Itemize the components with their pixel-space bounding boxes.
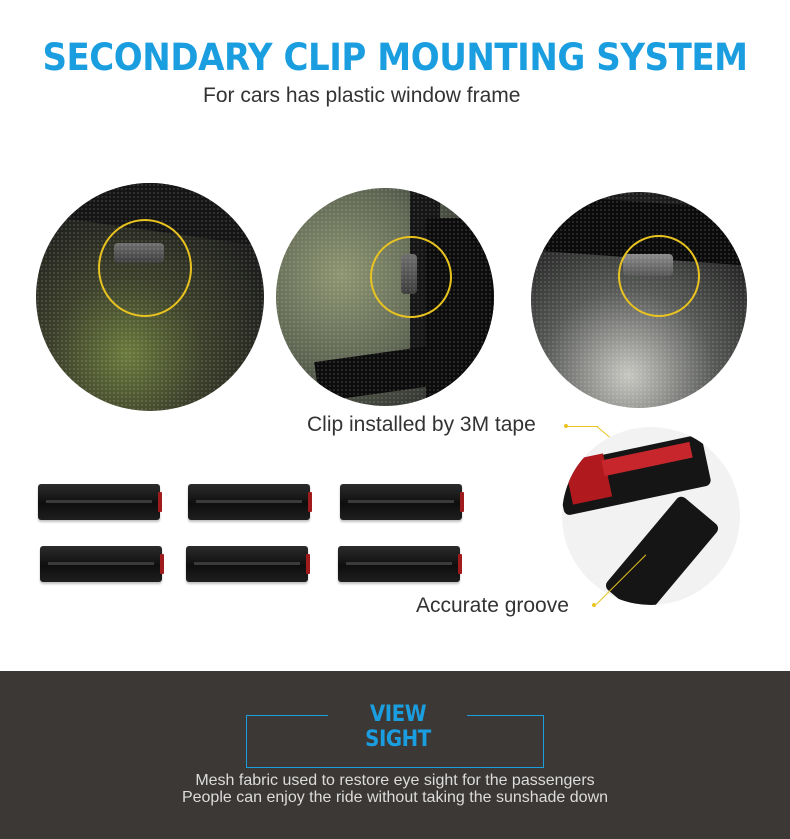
callout-dot-tape xyxy=(564,424,568,428)
clip-sample-3 xyxy=(340,484,464,520)
clip-sample-1 xyxy=(38,484,162,520)
clip-sample-5 xyxy=(186,546,310,582)
view-sight-line-1: Mesh fabric used to restore eye sight fo… xyxy=(195,772,595,789)
view-sight-box-top-left xyxy=(246,715,328,716)
highlight-ring-2 xyxy=(370,236,452,318)
view-sight-box-top-right xyxy=(467,715,543,716)
view-sight-band xyxy=(0,671,790,839)
view-sight-heading: VIEW SIGHT xyxy=(365,702,431,752)
clip-sample-6 xyxy=(338,546,462,582)
callout-dot-groove xyxy=(592,603,596,607)
page-subtitle: For cars has plastic window frame xyxy=(203,84,521,107)
callout-leader-tape xyxy=(568,426,598,427)
page-title: SECONDARY CLIP MOUNTING SYSTEM xyxy=(42,36,748,79)
highlight-ring-1 xyxy=(98,219,192,317)
clip-sample-4 xyxy=(40,546,164,582)
view-sight-line-2: People can enjoy the ride without taking… xyxy=(181,789,609,806)
clip-sample-2 xyxy=(188,484,312,520)
clip-photo-2 xyxy=(276,188,494,406)
view-sight-box xyxy=(246,715,544,768)
callout-3m-tape: Clip installed by 3M tape xyxy=(307,413,536,436)
callout-accurate-groove: Accurate groove xyxy=(416,594,569,617)
highlight-ring-3 xyxy=(618,235,700,317)
clip-closeup-photo xyxy=(562,427,740,605)
